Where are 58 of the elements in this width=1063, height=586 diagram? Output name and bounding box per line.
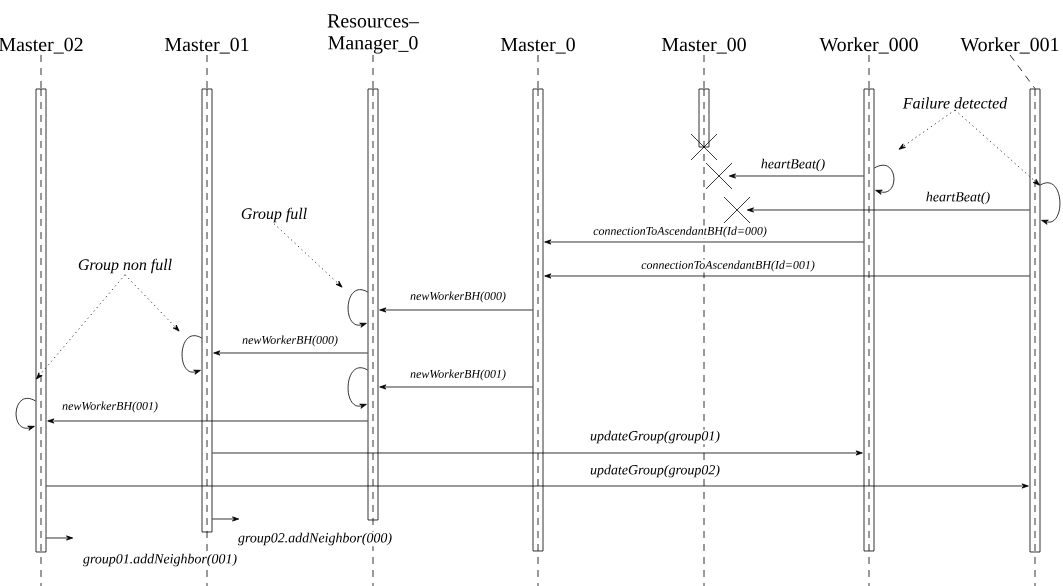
edge-label: group01.addNeighbor(001)	[82, 552, 239, 568]
edge-label: updateGroup(group02)	[589, 463, 721, 479]
lifeline-heading: Worker_001	[960, 37, 1059, 54]
lifeline	[372, 54, 374, 89]
lifeline	[703, 54, 705, 89]
activation-bar	[532, 88, 544, 552]
edge-label: heartBeat()	[924, 190, 992, 206]
edge-label: newWorkerBH(001)	[61, 400, 159, 414]
self-message-arrow	[347, 289, 368, 328]
edge-label: newWorkerBH(000)	[241, 334, 339, 348]
message-arrow	[746, 207, 1030, 213]
lifeline	[40, 54, 42, 89]
edge-label: newWorkerBH(000)	[409, 290, 507, 304]
self-message-arrow	[181, 335, 202, 375]
leader-line	[124, 274, 180, 332]
message-arrow	[46, 535, 74, 541]
lifeline	[206, 54, 208, 89]
message-arrow	[212, 516, 240, 522]
message-arrow	[47, 418, 368, 424]
edge-label: connectionToAscendantBH(Id=001)	[640, 259, 816, 273]
note: Group non full	[78, 258, 172, 274]
self-message-arrow	[15, 398, 36, 431]
activation-bar	[201, 88, 213, 533]
self-message-arrow	[1040, 182, 1061, 225]
lifeline-heading: Resources– Manager_0	[327, 14, 420, 54]
message-arrow	[544, 239, 864, 245]
self-message-arrow	[347, 367, 368, 409]
lifeline	[868, 54, 870, 89]
self-message-arrow	[874, 164, 895, 195]
message-arrow	[379, 307, 533, 313]
edge-label: newWorkerBH(001)	[409, 368, 507, 382]
message-arrow	[213, 350, 368, 356]
message-arrow	[728, 173, 864, 179]
lifeline-heading: Master_01	[165, 37, 249, 54]
leader-line	[273, 223, 343, 288]
lifeline-heading: Master_0	[500, 37, 575, 54]
leader-line	[898, 109, 956, 150]
message-arrow	[379, 384, 533, 390]
activation-bar	[863, 88, 875, 552]
activation-bar	[367, 88, 379, 521]
leader-line	[36, 274, 126, 380]
edge-label: group02.addNeighbor(000)	[237, 531, 394, 547]
leader-line	[954, 109, 1040, 186]
edge-label: connectionToAscendantBH(Id=000)	[592, 225, 768, 239]
activation-bar	[35, 88, 47, 553]
activation-bar	[698, 88, 710, 148]
message-arrow	[544, 273, 1030, 279]
edge-label: heartBeat()	[759, 157, 827, 173]
note: Group full	[241, 207, 307, 223]
message-arrow	[46, 483, 1029, 489]
edge-label: updateGroup(group01)	[589, 429, 721, 445]
lifeline	[537, 54, 539, 89]
note: Failure detected	[902, 97, 1008, 109]
lifeline-heading: Worker_000	[819, 37, 918, 54]
lifeline	[1009, 54, 1036, 89]
activation-bar	[1029, 88, 1041, 553]
lifeline-heading: Master_00	[661, 37, 746, 54]
message-arrow	[212, 450, 863, 456]
